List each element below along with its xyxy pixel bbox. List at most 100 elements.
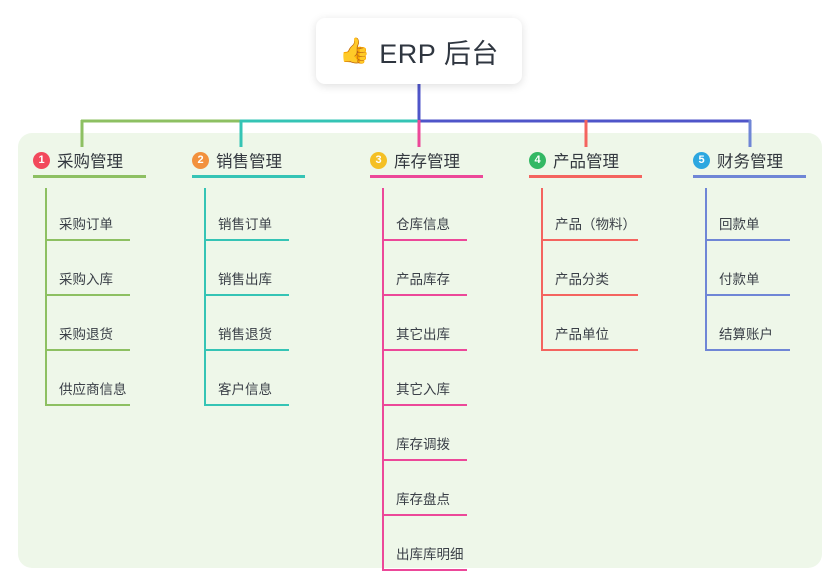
leaf-list: 销售订单销售出库销售退货客户信息 xyxy=(192,188,289,408)
leaf-list: 产品（物料） 产品分类产品单位 xyxy=(529,188,638,353)
leaf-label: 销售退货 xyxy=(218,327,272,342)
leaf-item[interactable]: 销售出库 xyxy=(192,243,289,298)
leaf-item[interactable]: 采购订单 xyxy=(33,188,130,243)
branch-header-2[interactable]: 2 销售管理 xyxy=(192,142,305,178)
leaf-label: 客户信息 xyxy=(218,382,272,397)
leaf-item[interactable]: 产品（物料） xyxy=(529,188,638,243)
leaf-underline xyxy=(204,239,289,241)
branch-underline xyxy=(529,175,642,178)
leaf-item[interactable]: 付款单 xyxy=(693,243,790,298)
branch-header-5[interactable]: 5 财务管理 xyxy=(693,142,806,178)
leaf-label: 仓库信息 xyxy=(396,217,450,232)
branch-spine xyxy=(204,188,206,406)
leaf-underline xyxy=(382,294,467,296)
leaf-item[interactable]: 采购退货 xyxy=(33,298,130,353)
root-node[interactable]: 👍 ERP 后台 xyxy=(316,18,522,84)
thumbs-up-icon: 👍 xyxy=(339,36,371,65)
leaf-label: 回款单 xyxy=(719,217,760,232)
branch-title: 财务管理 xyxy=(717,153,783,171)
branch-index-badge: 1 xyxy=(33,151,50,169)
leaf-label: 库存盘点 xyxy=(396,492,450,507)
leaf-underline xyxy=(705,349,790,351)
leaf-underline xyxy=(705,239,790,241)
leaf-underline xyxy=(705,294,790,296)
leaf-item[interactable]: 库存调拨 xyxy=(370,408,467,463)
leaf-underline xyxy=(541,239,638,241)
branch-index-badge: 2 xyxy=(192,151,209,169)
leaf-underline xyxy=(541,349,638,351)
leaf-underline xyxy=(204,349,289,351)
leaf-label: 其它出库 xyxy=(396,327,450,342)
leaf-underline xyxy=(382,404,467,406)
leaf-underline xyxy=(204,294,289,296)
leaf-list: 回款单付款单结算账户 xyxy=(693,188,790,353)
branch-column-2: 2 销售管理销售订单销售出库销售退货客户信息 xyxy=(192,142,305,408)
leaf-item[interactable]: 产品库存 xyxy=(370,243,467,298)
branch-underline xyxy=(33,175,146,178)
leaf-label: 采购退货 xyxy=(59,327,113,342)
branch-spine xyxy=(541,188,543,351)
leaf-underline xyxy=(382,514,467,516)
branch-title: 产品管理 xyxy=(553,153,619,171)
leaf-item[interactable]: 产品单位 xyxy=(529,298,638,353)
leaf-underline xyxy=(382,239,467,241)
leaf-label: 供应商信息 xyxy=(59,382,127,397)
leaf-list: 采购订单采购入库采购退货供应商信息 xyxy=(33,188,130,408)
branch-underline xyxy=(370,175,483,178)
leaf-label: 库存调拨 xyxy=(396,437,450,452)
leaf-underline xyxy=(382,569,467,571)
leaf-item[interactable]: 其它入库 xyxy=(370,353,467,408)
leaf-label: 付款单 xyxy=(719,272,760,287)
leaf-item[interactable]: 产品分类 xyxy=(529,243,638,298)
leaf-underline xyxy=(204,404,289,406)
branch-column-1: 1 采购管理采购订单采购入库采购退货供应商信息 xyxy=(33,142,146,408)
branch-spine xyxy=(705,188,707,351)
branch-title: 采购管理 xyxy=(57,153,123,171)
branch-title: 库存管理 xyxy=(394,153,460,171)
branch-title: 销售管理 xyxy=(216,153,282,171)
leaf-label: 销售订单 xyxy=(218,217,272,232)
leaf-item[interactable]: 仓库信息 xyxy=(370,188,467,243)
leaf-underline xyxy=(45,294,130,296)
leaf-item[interactable]: 采购入库 xyxy=(33,243,130,298)
branch-index-badge: 3 xyxy=(370,151,387,169)
branch-header-3[interactable]: 3 库存管理 xyxy=(370,142,483,178)
branch-spine xyxy=(45,188,47,406)
leaf-item[interactable]: 客户信息 xyxy=(192,353,289,408)
leaf-item[interactable]: 结算账户 xyxy=(693,298,790,353)
branch-header-1[interactable]: 1 采购管理 xyxy=(33,142,146,178)
leaf-label: 其它入库 xyxy=(396,382,450,397)
branch-underline xyxy=(693,175,806,178)
leaf-item[interactable]: 供应商信息 xyxy=(33,353,130,408)
branch-column-5: 5 财务管理回款单付款单结算账户 xyxy=(693,142,806,353)
branch-column-4: 4 产品管理产品（物料） 产品分类产品单位 xyxy=(529,142,642,353)
leaf-underline xyxy=(45,404,130,406)
branch-column-3: 3 库存管理仓库信息产品库存其它出库其它入库库存调拨库存盘点出库库明细 xyxy=(370,142,483,573)
leaf-underline xyxy=(382,349,467,351)
leaf-item[interactable]: 库存盘点 xyxy=(370,463,467,518)
leaf-item[interactable]: 销售退货 xyxy=(192,298,289,353)
leaf-label: 产品单位 xyxy=(555,327,609,342)
leaf-underline xyxy=(382,459,467,461)
leaf-label: 产品分类 xyxy=(555,272,609,287)
leaf-item[interactable]: 销售订单 xyxy=(192,188,289,243)
branch-index-badge: 5 xyxy=(693,151,710,169)
branch-index-badge: 4 xyxy=(529,151,546,169)
leaf-label: 结算账户 xyxy=(719,327,773,342)
leaf-item[interactable]: 其它出库 xyxy=(370,298,467,353)
root-node-label: ERP 后台 xyxy=(379,38,499,69)
leaf-label: 采购订单 xyxy=(59,217,113,232)
leaf-item[interactable]: 出库库明细 xyxy=(370,518,467,573)
leaf-item[interactable]: 回款单 xyxy=(693,188,790,243)
leaf-label: 产品（物料） xyxy=(555,217,636,232)
leaf-label: 销售出库 xyxy=(218,272,272,287)
leaf-underline xyxy=(541,294,638,296)
leaf-underline xyxy=(45,239,130,241)
branch-header-4[interactable]: 4 产品管理 xyxy=(529,142,642,178)
branch-spine xyxy=(382,188,384,571)
leaf-label: 采购入库 xyxy=(59,272,113,287)
branch-underline xyxy=(192,175,305,178)
leaf-list: 仓库信息产品库存其它出库其它入库库存调拨库存盘点出库库明细 xyxy=(370,188,467,573)
leaf-label: 出库库明细 xyxy=(396,547,464,562)
